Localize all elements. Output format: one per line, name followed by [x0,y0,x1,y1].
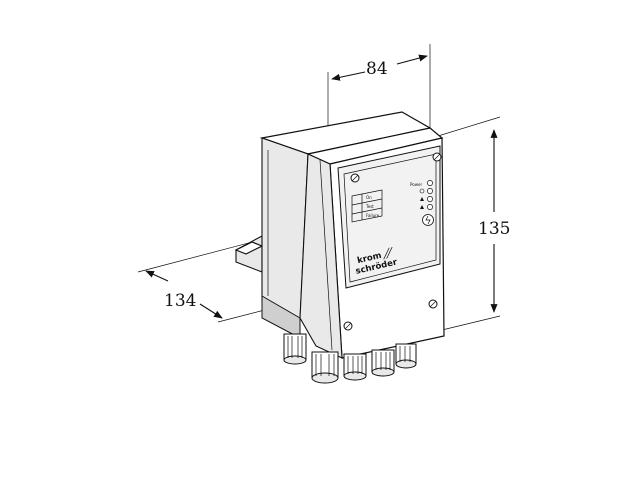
cable-glands [283,333,417,384]
status-symbol-icon [419,188,425,194]
cable-gland [283,333,307,365]
dimension-height-label: 135 [478,219,510,239]
legend-row-on: On [366,195,372,200]
screw-icon [432,152,442,162]
legend-table: On Test Failure [351,189,383,223]
screw-icon [428,299,438,309]
led-icon [427,180,433,186]
screw-icon [343,321,353,331]
mounting-bracket [234,235,264,273]
cable-gland [343,353,367,381]
dimension-width-label: 84 [366,59,388,79]
warning-symbol-icon [420,205,424,209]
cable-gland [311,351,339,384]
dimension-lines [145,54,498,319]
cable-gland [395,343,417,369]
front-panel [337,145,441,289]
indicator-label: Power [410,182,422,187]
legend-row-test: Test [365,204,374,209]
cable-gland [371,349,395,377]
screws [343,152,442,331]
legend-row-failure: Failure [366,213,380,218]
dimension-depth-label: 134 [164,291,196,311]
led-icon [427,196,433,202]
housing-rear [259,111,432,339]
led-icon [427,188,433,194]
warning-symbol-icon [420,197,424,201]
screw-icon [350,173,360,183]
indicator-block: Power [410,180,434,226]
reset-button-icon [422,214,434,226]
led-icon [427,204,433,210]
